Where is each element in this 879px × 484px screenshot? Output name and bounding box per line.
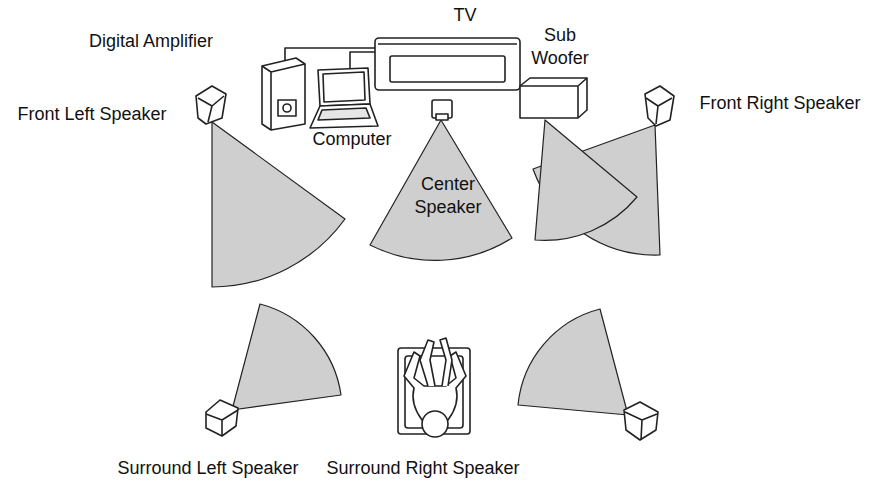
device-label: Sub Woofer <box>525 24 595 69</box>
sound-cone <box>518 309 628 415</box>
tv-screen <box>390 56 505 82</box>
subwoofer-edge <box>520 78 587 118</box>
device-label: Front Right Speaker <box>699 92 860 115</box>
amplifier <box>262 58 305 130</box>
speaker-edge <box>625 412 657 440</box>
device-label: Front Left Speaker <box>17 103 166 126</box>
sound-cone <box>232 304 341 410</box>
speaker-edge <box>206 410 238 436</box>
front-right-speaker <box>645 86 674 126</box>
amplifier-knob <box>283 104 291 112</box>
subwoofer <box>520 78 587 118</box>
surround-right-speaker <box>624 402 658 440</box>
device-label: Surround Left Speaker <box>117 457 298 480</box>
amplifier-dial <box>278 100 296 116</box>
amplifier-edge <box>262 64 305 130</box>
device-label: Surround Right Speaker <box>326 457 519 480</box>
center-speaker-driver <box>436 114 448 120</box>
laptop-display <box>323 72 365 102</box>
device-label: Computer <box>312 128 391 151</box>
device-label: TV <box>453 4 476 27</box>
tv-edge <box>378 43 517 45</box>
front-left-speaker <box>196 86 226 124</box>
wire <box>350 52 375 70</box>
surround-left-speaker <box>206 400 238 436</box>
listener-legs <box>420 338 452 386</box>
speaker-edge <box>646 98 672 124</box>
sound-cone <box>535 120 637 240</box>
device-label: Digital Amplifier <box>89 30 213 53</box>
tv <box>375 38 520 90</box>
laptop-keyboard <box>318 108 370 120</box>
speaker-edge <box>198 96 224 122</box>
listener-head <box>422 411 448 437</box>
wire <box>285 48 375 60</box>
laptop-screen <box>318 68 370 106</box>
device-label: Center Speaker <box>403 173 493 218</box>
laptop-base <box>310 104 378 128</box>
